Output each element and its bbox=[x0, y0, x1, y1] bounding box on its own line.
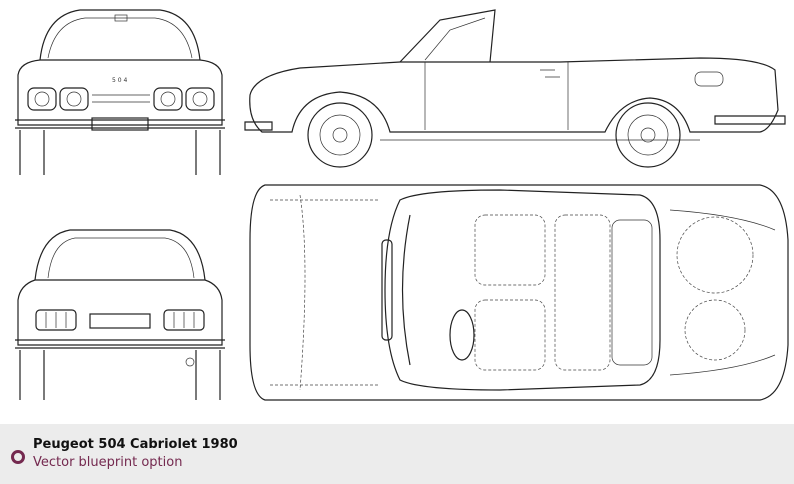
caption-bar: Peugeot 504 Cabriolet 1980 Vector bluepr… bbox=[0, 424, 794, 484]
side-view-drawing bbox=[244, 9, 786, 168]
svg-text:5 0 4: 5 0 4 bbox=[112, 77, 127, 84]
circle-bullet-icon bbox=[11, 450, 25, 464]
car-blueprint-image: 5 0 4 bbox=[15, 9, 789, 401]
rear-view-drawing bbox=[15, 229, 225, 400]
front-view-drawing: 5 0 4 bbox=[15, 9, 225, 175]
top-view-drawing bbox=[249, 184, 789, 401]
caption-title[interactable]: Peugeot 504 Cabriolet 1980 bbox=[33, 437, 238, 452]
caption-subtitle[interactable]: Vector blueprint option bbox=[33, 455, 183, 470]
